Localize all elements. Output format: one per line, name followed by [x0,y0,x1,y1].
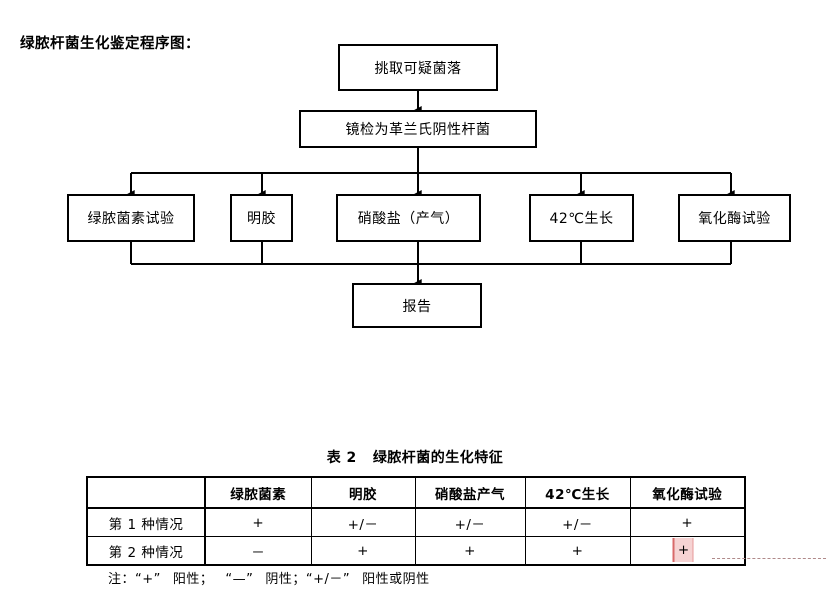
flow-node-gelatin[interactable]: 明胶 [230,194,293,242]
table-cell: + [310,536,416,566]
flow-node-pyocyanin-test[interactable]: 绿脓菌素试验 [67,194,195,242]
table-row-label: 第 1 种情况 [86,507,206,537]
table-row: 第 1 种情况 + +/－ +/－ +/－ + [86,507,746,537]
highlight-dashed-connector [712,558,826,559]
flow-node-label: 明胶 [247,211,276,227]
table-cell: + [204,507,312,537]
table-header-nitrate-gas: 硝酸盐产气 [414,476,526,509]
note-both-meaning: 阳性或阴性 [362,572,430,587]
table-caption: 表 2 绿脓杆菌的生化特征 [0,447,830,467]
flow-node-pick-colony[interactable]: 挑取可疑菌落 [338,44,498,91]
flow-node-report[interactable]: 报告 [352,283,482,328]
flow-node-gram-stain[interactable]: 镜检为革兰氏阴性杆菌 [299,110,537,148]
flow-node-label: 绿脓菌素试验 [87,211,175,227]
table-row-label: 第 2 种情况 [86,536,206,566]
flow-node-nitrate-gas[interactable]: 硝酸盐（产气） [336,194,481,242]
table-header-pyocyanin: 绿脓菌素 [204,476,312,509]
table-cell-highlighted[interactable]: + [629,536,746,566]
table-caption-text: 绿脓杆菌的生化特征 [372,450,504,466]
table-cell: +/－ [310,507,416,537]
note-both-symbol: “+/－” [305,572,351,587]
note-plus-meaning: 阳性； [172,572,214,587]
flow-node-growth-42c[interactable]: 42℃生长 [529,194,634,242]
page-title: 绿脓杆菌生化鉴定程序图： [20,36,200,52]
flowchart: 挑取可疑菌落 镜检为革兰氏阴性杆菌 绿脓菌素试验 明胶 硝酸盐（产气） 42℃生… [67,44,791,328]
table-cell: － [204,536,312,566]
table-header-corner [86,476,206,509]
table-header-gelatin: 明胶 [310,476,416,509]
table-header-growth-42c: 42℃生长 [524,476,631,509]
flow-node-label: 挑取可疑菌落 [374,60,462,77]
table-cell: + [414,536,526,566]
flow-node-label: 氧化酶试验 [698,211,771,227]
flow-node-oxidase-test[interactable]: 氧化酶试验 [678,194,791,242]
table-cell: + [629,507,746,537]
flow-node-label: 42℃生长 [549,211,614,227]
flow-node-label: 报告 [402,298,432,315]
note-minus-meaning: 阴性； [265,572,306,587]
table-cell: +/－ [524,507,631,537]
highlight-marker: + [672,538,694,562]
table-caption-number: 表 2 [326,450,357,466]
flow-node-label: 硝酸盐（产气） [357,211,460,227]
note-plus-symbol: “+” [135,572,161,587]
note-prefix: 注： [108,572,136,587]
table-cell: +/－ [414,507,526,537]
table-row: 第 2 种情况 － + + + + [86,536,746,566]
flow-node-label: 镜检为革兰氏阴性杆菌 [345,122,491,138]
table-header-oxidase: 氧化酶试验 [629,476,746,509]
table-cell: + [524,536,631,566]
table-note: 注：“+” 阳性； “—” 阴性；“+/－” 阳性或阴性 [108,568,430,587]
biochemical-characteristics-table: 绿脓菌素 明胶 硝酸盐产气 42℃生长 氧化酶试验 第 1 种情况 + +/－ … [86,476,746,566]
note-minus-symbol: “—” [225,572,254,587]
table-header-row: 绿脓菌素 明胶 硝酸盐产气 42℃生长 氧化酶试验 [86,476,746,509]
